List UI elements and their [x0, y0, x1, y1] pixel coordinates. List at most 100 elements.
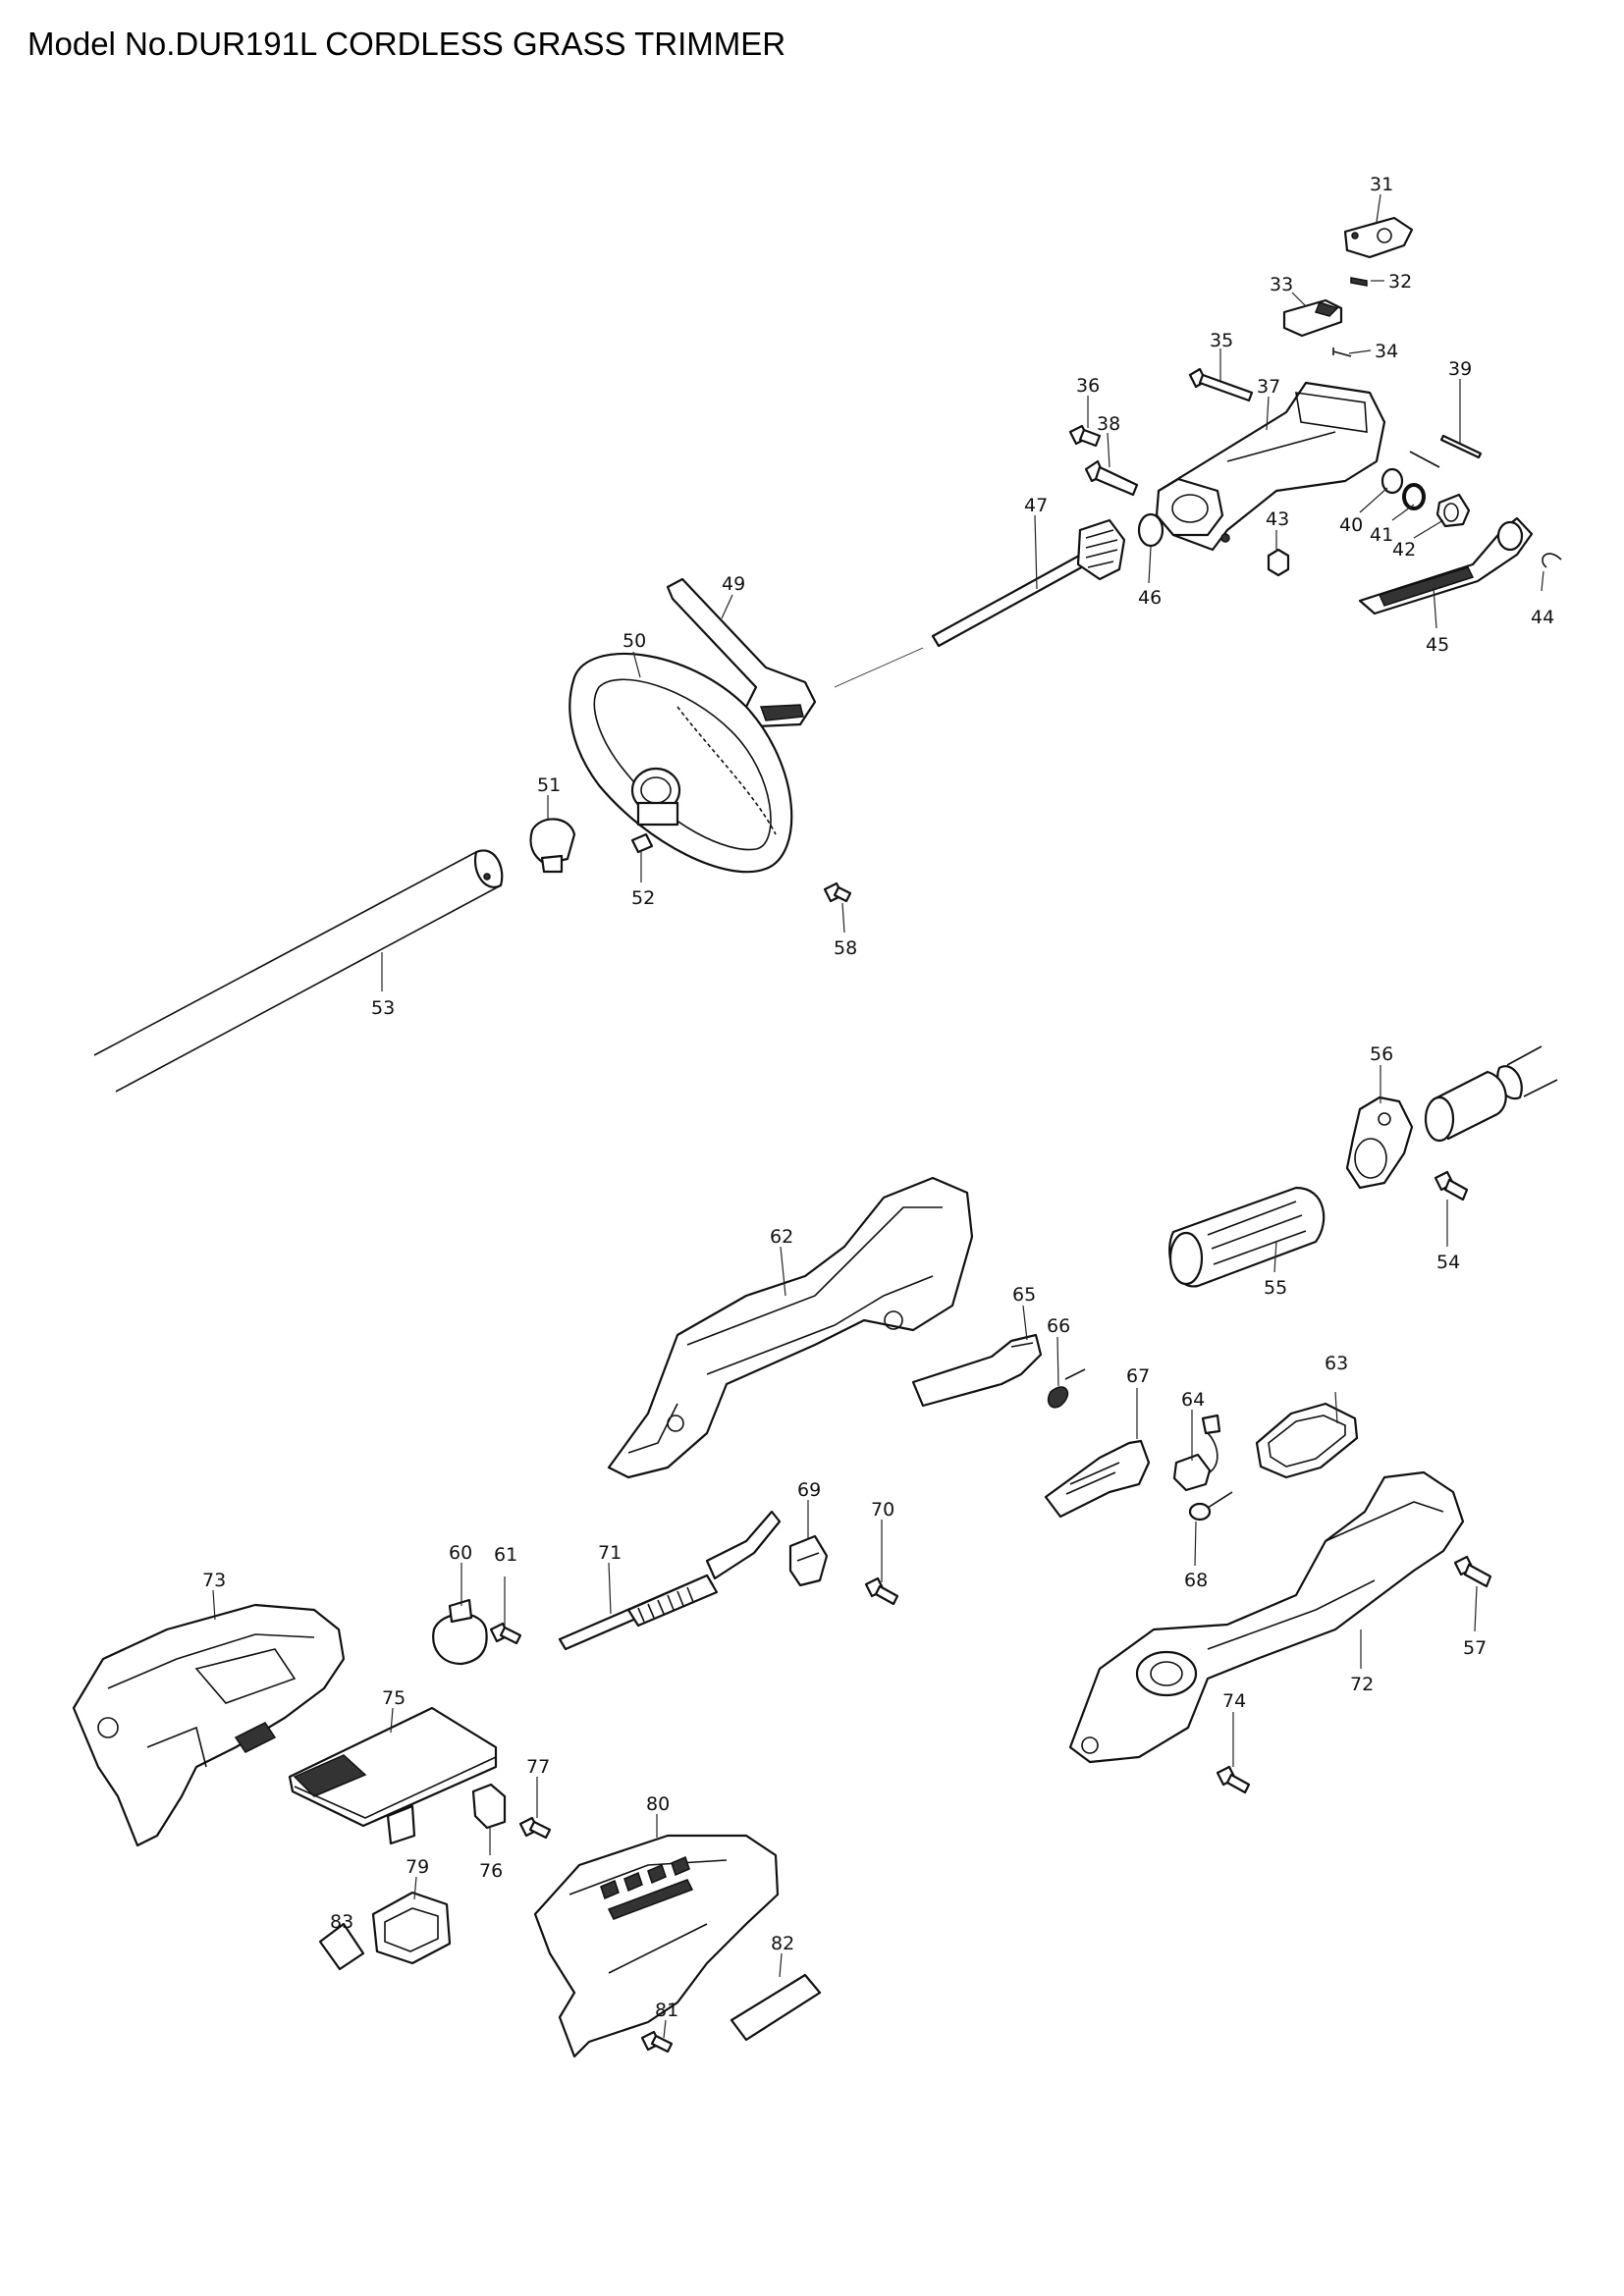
- part-41: [1402, 483, 1426, 510]
- callout-45: 45: [1426, 634, 1449, 656]
- part-54: [1434, 1170, 1469, 1201]
- part-67: [1044, 1439, 1151, 1519]
- part-40: [1380, 467, 1404, 495]
- part-80: [533, 1834, 780, 2058]
- part-65: [911, 1333, 1043, 1408]
- callout-46: 46: [1138, 587, 1162, 609]
- callout-60: 60: [449, 1542, 472, 1564]
- part-60: [432, 1598, 488, 1666]
- callout-54: 54: [1436, 1252, 1460, 1273]
- callout-34: 34: [1375, 341, 1398, 362]
- part-50: [568, 652, 793, 874]
- callout-81: 81: [655, 2000, 678, 2021]
- callout-61: 61: [494, 1544, 517, 1566]
- callout-36: 36: [1076, 375, 1100, 397]
- callout-83: 83: [330, 1911, 353, 1933]
- callout-73: 73: [202, 1570, 226, 1591]
- part-45: [1358, 516, 1534, 615]
- part-37: [1155, 381, 1386, 552]
- callout-69: 69: [797, 1479, 821, 1501]
- part-72: [1068, 1470, 1465, 1764]
- part-68: [1188, 1491, 1233, 1522]
- part-43: [1267, 548, 1290, 577]
- part-32: [1350, 277, 1368, 287]
- callout-64: 64: [1181, 1389, 1205, 1411]
- part-79: [371, 1891, 452, 1965]
- callout-79: 79: [406, 1856, 429, 1878]
- part-40-pin: [1409, 451, 1440, 468]
- callout-labels: 31 32 33 34 35 36 37 38 39 40 41 42 43 4…: [202, 174, 1554, 2021]
- callout-70: 70: [871, 1499, 894, 1521]
- callout-55: 55: [1264, 1277, 1287, 1299]
- callout-62: 62: [770, 1226, 793, 1248]
- callout-58: 58: [834, 937, 857, 959]
- part-53: [93, 849, 504, 1093]
- callout-65: 65: [1012, 1284, 1036, 1306]
- callout-42: 42: [1392, 539, 1416, 561]
- part-82: [730, 1973, 822, 2042]
- callout-50: 50: [623, 630, 646, 652]
- callout-47: 47: [1024, 495, 1048, 516]
- callout-75: 75: [382, 1687, 406, 1709]
- part-74: [1216, 1765, 1251, 1794]
- callout-71: 71: [598, 1542, 622, 1564]
- callout-56: 56: [1370, 1043, 1393, 1065]
- part-49: [666, 577, 817, 728]
- callout-57: 57: [1463, 1637, 1487, 1659]
- callout-66: 66: [1047, 1315, 1070, 1337]
- callout-53: 53: [371, 997, 395, 1019]
- part-71: [558, 1510, 782, 1651]
- part-52: [630, 832, 654, 854]
- callout-72: 72: [1350, 1674, 1374, 1695]
- callout-76: 76: [479, 1860, 503, 1882]
- callout-49: 49: [722, 573, 745, 595]
- part-61: [489, 1622, 522, 1645]
- part-56: [1345, 1095, 1414, 1190]
- part-81: [640, 2030, 674, 2054]
- part-63: [1255, 1402, 1359, 1479]
- callout-40: 40: [1339, 514, 1363, 536]
- part-55: [1168, 1186, 1326, 1288]
- callout-38: 38: [1097, 413, 1120, 435]
- lower-leaders: [212, 1065, 1478, 2039]
- part-47: [931, 518, 1126, 648]
- callout-39: 39: [1448, 358, 1472, 380]
- part-77: [518, 1816, 552, 1840]
- part-75: [288, 1706, 498, 1845]
- callout-80: 80: [646, 1793, 670, 1815]
- part-66: [1047, 1368, 1086, 1409]
- part-34: [1332, 347, 1352, 357]
- part-44: [1542, 553, 1562, 568]
- callout-33: 33: [1270, 274, 1293, 295]
- callout-51: 51: [537, 774, 561, 796]
- callout-67: 67: [1126, 1365, 1150, 1387]
- part-33: [1282, 298, 1343, 338]
- part-70: [864, 1576, 899, 1606]
- part-73: [72, 1603, 346, 1847]
- part-51: [529, 818, 576, 874]
- page-title: Model No.DUR191L CORDLESS GRASS TRIMMER: [27, 26, 786, 62]
- part-tube-lower: [1424, 1045, 1558, 1143]
- callout-41: 41: [1370, 524, 1393, 546]
- part-36: [1068, 424, 1102, 448]
- callout-44: 44: [1531, 607, 1554, 628]
- part-39: [1439, 434, 1483, 459]
- callout-37: 37: [1257, 376, 1280, 398]
- part-83: [318, 1922, 365, 1971]
- part-69: [788, 1534, 829, 1587]
- callout-31: 31: [1370, 174, 1393, 195]
- part-35: [1188, 367, 1254, 402]
- callout-82: 82: [771, 1933, 794, 1954]
- part-57: [1453, 1555, 1492, 1588]
- callout-74: 74: [1222, 1690, 1246, 1712]
- part-62: [607, 1176, 974, 1479]
- callout-32: 32: [1388, 271, 1412, 293]
- part-58: [823, 881, 852, 903]
- callout-52: 52: [631, 887, 655, 909]
- callout-43: 43: [1266, 508, 1289, 530]
- part-42: [1435, 493, 1471, 528]
- part-38: [1084, 459, 1139, 497]
- callout-68: 68: [1184, 1570, 1208, 1591]
- part-31: [1343, 216, 1414, 259]
